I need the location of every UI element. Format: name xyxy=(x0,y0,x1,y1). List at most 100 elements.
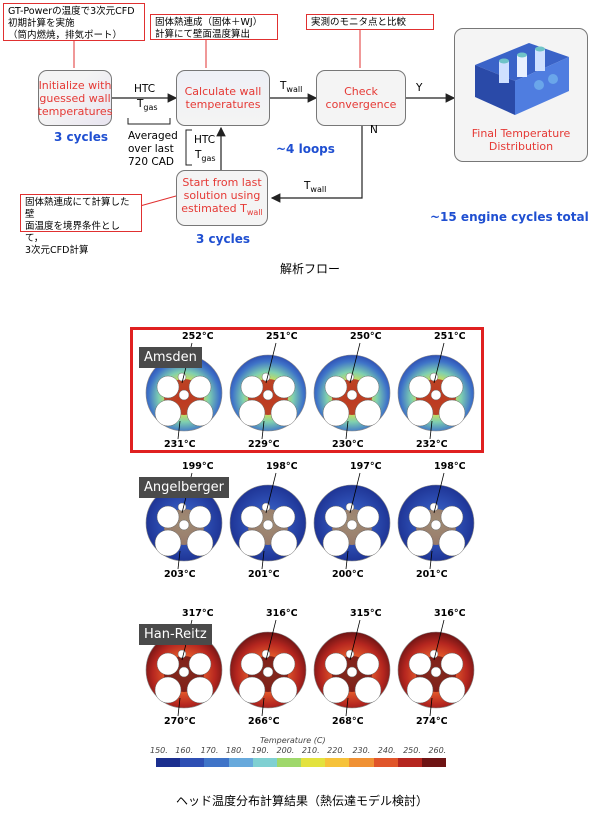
label-total-cycles: ~15 engine cycles total xyxy=(430,210,589,224)
box-text: Final Temperature xyxy=(471,127,571,140)
scale-tick-label: 200. xyxy=(276,746,295,755)
scale-title: Temperature (C) xyxy=(260,736,326,745)
scale-tick-label: 210. xyxy=(301,746,320,755)
label-sub: gas xyxy=(143,103,158,113)
note-line: 固体熱連成（固体＋WJ） xyxy=(155,17,263,28)
temp-label-top: 315°C xyxy=(350,608,382,619)
cylinder-head-map xyxy=(229,342,307,440)
label-n: N xyxy=(370,124,378,136)
temp-label-top: 251°C xyxy=(434,331,466,342)
cylinder-head-map xyxy=(145,472,223,570)
box-text: Initialize with xyxy=(38,78,112,92)
caption-results: ヘッド温度分布計算結果（熱伝達モデル検討） xyxy=(176,794,429,808)
note-line: 3次元CFD計算 xyxy=(25,245,89,256)
box-start: Start from last solution using estimated… xyxy=(176,170,268,226)
temp-label-bottom: 201°C xyxy=(248,569,280,580)
scale-swatch xyxy=(276,758,302,767)
temp-label-bottom: 200°C xyxy=(332,569,364,580)
scale-swatch xyxy=(373,758,399,767)
note-boundary-cfd: 固体熱連成にて計算した壁 面温度を境界条件として， 3次元CFD計算 xyxy=(20,194,142,256)
scale-tick-label: 170. xyxy=(200,746,219,755)
label-y: Y xyxy=(416,82,423,94)
temp-label-top: 198°C xyxy=(434,461,466,472)
model-label: Angelberger xyxy=(139,477,229,498)
scale-tick-label: 180. xyxy=(225,746,244,755)
box-text: convergence xyxy=(325,98,397,111)
scale-swatch xyxy=(228,758,254,767)
note-line: 実測のモニタ点と比較 xyxy=(311,17,407,28)
label-line: 720 CAD xyxy=(128,156,174,168)
temp-label-top: 317°C xyxy=(182,608,214,619)
temp-label-bottom: 274°C xyxy=(416,716,448,727)
temp-label-top: 252°C xyxy=(182,331,214,342)
cylinder-head-map xyxy=(313,619,391,717)
box-check: Check convergence xyxy=(316,70,406,126)
scale-swatch xyxy=(349,758,374,767)
cylinder-head-map xyxy=(397,619,475,717)
scale-swatch xyxy=(325,758,350,767)
note-solid-thermal: 固体熱連成（固体＋WJ） 計算にて壁面温度算出 xyxy=(150,14,278,40)
scale-tick-label: 150. xyxy=(150,746,168,755)
cylinder-head-map xyxy=(313,342,391,440)
scale-tick-label: 230. xyxy=(352,746,371,755)
temp-label-top: 197°C xyxy=(350,461,382,472)
label-cycles-1: 3 cycles xyxy=(54,130,108,144)
temp-label-top: 251°C xyxy=(266,331,298,342)
label-line: Averaged xyxy=(128,130,178,142)
label-cycles-2: 3 cycles xyxy=(196,232,250,246)
cylinder-head-map xyxy=(145,619,223,717)
label-t: T xyxy=(304,180,311,192)
cylinder-head-map xyxy=(229,472,307,570)
label-line: over last xyxy=(128,143,174,155)
scale-tick-label: 250. xyxy=(403,746,421,755)
label-twall-1: Twall xyxy=(280,80,302,96)
scale-swatch xyxy=(204,758,229,767)
engine-icon xyxy=(475,43,569,115)
temp-label-top: 199°C xyxy=(182,461,214,472)
scale-tick-label: 260. xyxy=(428,746,447,755)
box-text: Calculate wall xyxy=(184,85,262,98)
model-label: Amsden xyxy=(139,347,202,368)
label-sub: gas xyxy=(201,154,216,164)
box-text: temperatures xyxy=(37,104,113,118)
temp-label-top: 198°C xyxy=(266,461,298,472)
temp-label-top: 316°C xyxy=(434,608,466,619)
cylinder-head-map xyxy=(145,342,223,440)
temp-label-bottom: 231°C xyxy=(164,439,196,450)
box-subscript: wall xyxy=(246,208,263,218)
label-averaged: Averaged over last 720 CAD xyxy=(128,130,178,169)
box-text: Distribution xyxy=(488,140,554,153)
box-text: guessed wall xyxy=(39,91,111,105)
label-t: T xyxy=(280,80,287,92)
temp-label-bottom: 266°C xyxy=(248,716,280,727)
temp-label-bottom: 230°C xyxy=(332,439,364,450)
label-sub: wall xyxy=(310,185,327,195)
temp-label-bottom: 229°C xyxy=(248,439,280,450)
scale-swatch xyxy=(180,758,205,767)
label-htc-1: HTC xyxy=(134,83,156,95)
box-text: estimated T xyxy=(181,202,247,216)
scale-swatch xyxy=(301,758,326,767)
scale-swatch xyxy=(397,758,423,767)
label-loops: ~4 loops xyxy=(276,142,335,156)
temp-label-top: 250°C xyxy=(350,331,382,342)
note-monitor-compare: 実測のモニタ点と比較 xyxy=(306,14,434,30)
cylinder-head-map xyxy=(313,472,391,570)
box-calculate: Calculate wall temperatures xyxy=(176,70,270,126)
box-final: Final Temperature Distribution xyxy=(454,28,588,162)
scale-swatch xyxy=(156,758,181,767)
note-line: 初期計算を実施 xyxy=(8,18,75,29)
flow-arrows xyxy=(73,28,456,207)
scale-swatch xyxy=(421,758,447,767)
cylinder-head-map xyxy=(397,472,475,570)
amsden-highlight-frame xyxy=(130,327,484,453)
scale-tick-label: 240. xyxy=(377,746,396,755)
temp-label-bottom: 201°C xyxy=(416,569,448,580)
note-initial-cfd: GT-Powerの温度で3次元CFD 初期計算を実施 （筒内燃焼，排気ポート） xyxy=(3,3,145,41)
box-initialize: Initialize with guessed wall temperature… xyxy=(38,70,112,126)
note-line: 固体熱連成にて計算した壁 xyxy=(25,197,130,220)
cylinder-head-map xyxy=(229,619,307,717)
temp-label-top: 316°C xyxy=(266,608,298,619)
temp-label-bottom: 270°C xyxy=(164,716,196,727)
